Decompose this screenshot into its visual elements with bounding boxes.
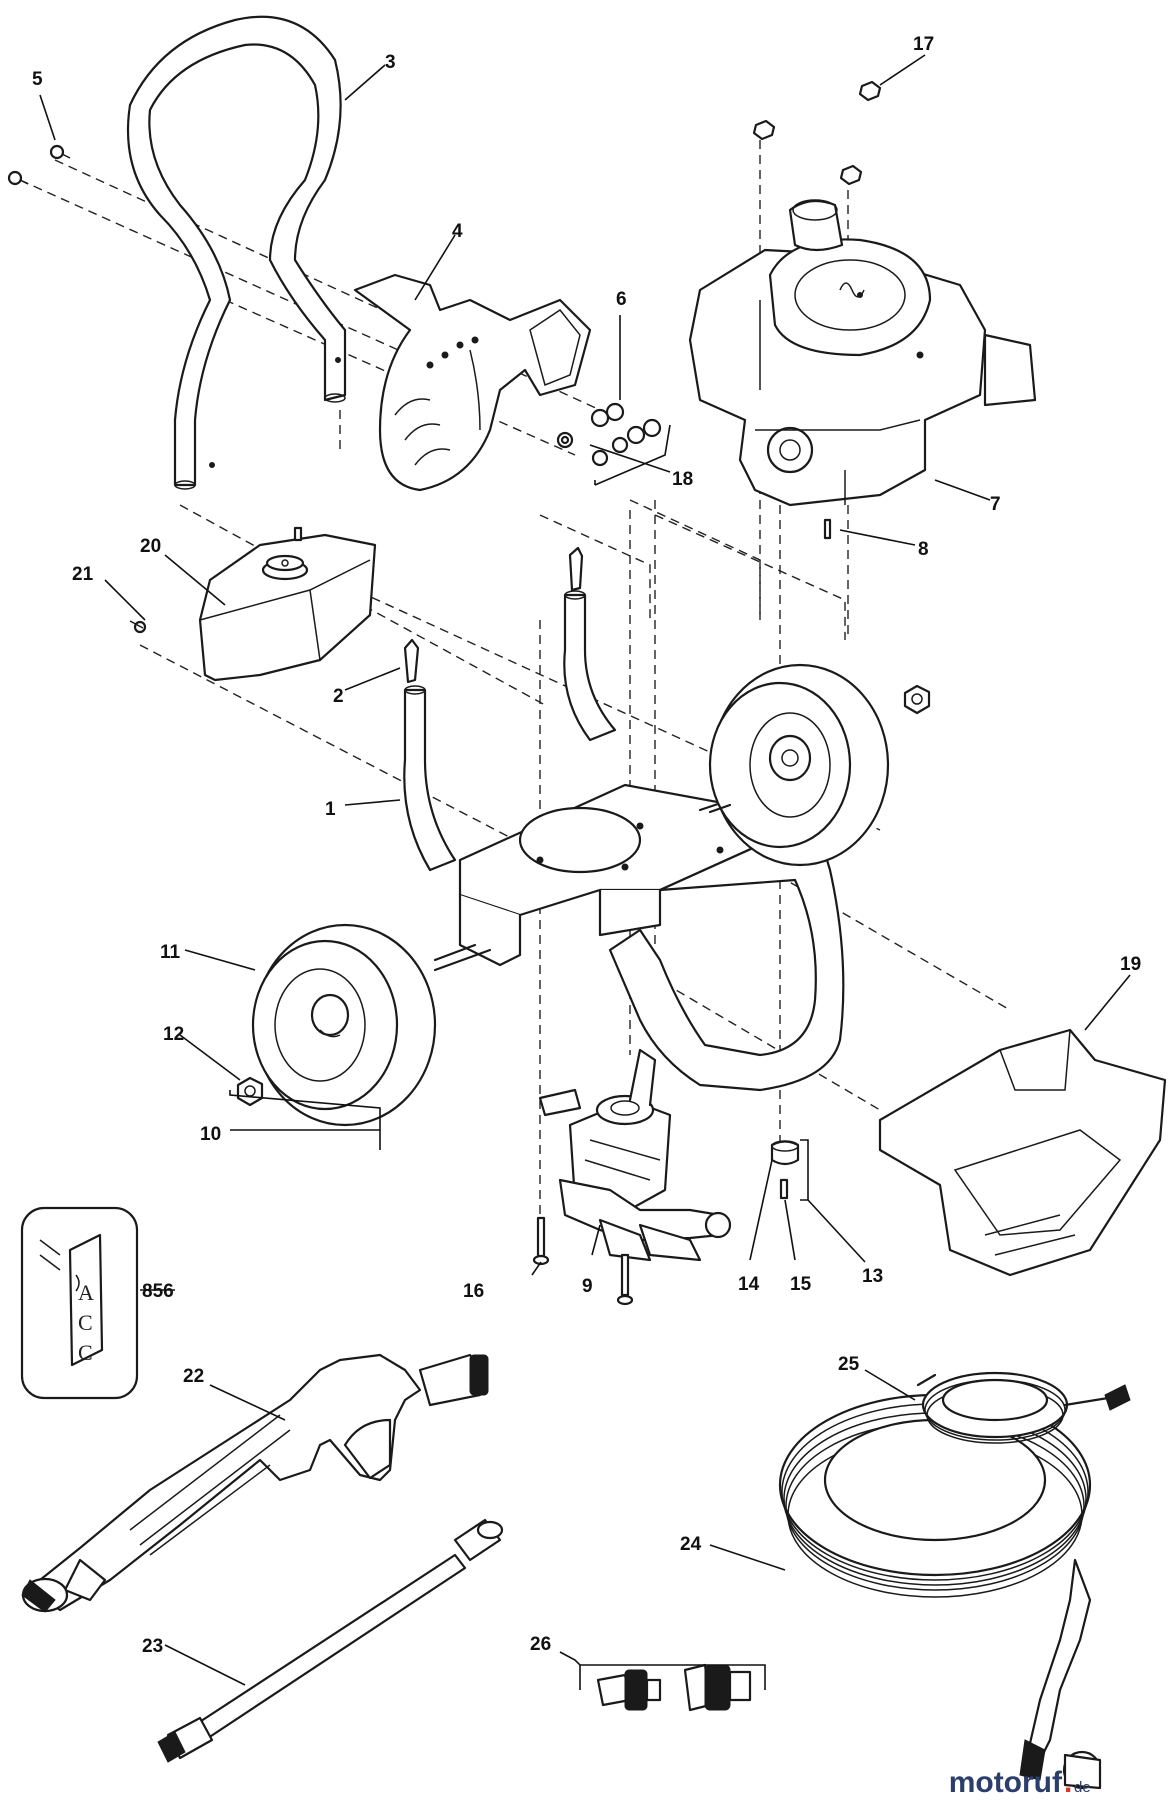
callout-9: 9 [582,1276,593,1297]
hose-holder-part-4 [353,273,592,492]
watermark-text: motoruf [949,1766,1063,1799]
callout-6: 6 [616,289,627,310]
watermark-logo: motoruf . de [949,1766,1091,1799]
screw-part-5 [7,144,71,186]
leader-lines [39,54,1131,1690]
callout-16: 16 [463,1281,484,1302]
handle-part-3 [126,15,347,490]
garden-hose-part-25 [916,1371,1131,1444]
callout-24: 24 [680,1534,702,1555]
spray-gun-part-22 [21,1353,489,1613]
nut-part-12 [236,684,931,1107]
callout-10: 10 [200,1124,221,1145]
callout-3: 3 [385,52,396,73]
engine-key-part-8 [823,518,832,540]
screw-part-21 [129,620,147,634]
nut-part-17 [752,80,882,186]
isolator-mount-part-13 [770,1139,809,1201]
callout-25: 25 [838,1354,860,1375]
callout-13: 13 [862,1266,883,1287]
callout-23: 23 [142,1636,163,1657]
high-pressure-hose-part-24 [778,1393,1102,1790]
callout-4: 4 [452,221,463,242]
callout-1: 1 [325,799,336,820]
callout-21: 21 [72,564,94,585]
callout-14: 14 [738,1274,760,1295]
callout-20: 20 [140,536,161,557]
quick-connector-part-26 [596,1663,752,1712]
callout-18: 18 [672,469,693,490]
tag-letter-3: C [78,1340,93,1365]
callout-856: 856 [142,1281,174,1302]
wheel-right [708,663,890,867]
callout-26: 26 [530,1634,551,1655]
detergent-tank-part-20 [198,526,377,682]
callout-15: 15 [790,1274,812,1295]
callout-2: 2 [333,686,344,707]
accessory-tag-part-856: A C C [20,1206,139,1400]
callout-22: 22 [183,1366,204,1387]
engine-part-7 [688,199,1037,507]
tag-letter-2: C [78,1310,93,1335]
spray-wand-part-23 [157,1518,504,1763]
callout-17: 17 [913,34,934,55]
tag-letter-1: A [78,1280,94,1305]
bolt-part-16 [532,1216,634,1306]
axle-right [708,803,732,814]
clip-part-2 [403,546,584,684]
wheel-part-11 [251,923,437,1127]
callout-labels: 5 3 4 6 17 7 8 18 20 21 2 1 11 12 10 19 … [32,34,1141,1657]
callout-11: 11 [160,942,181,963]
callout-19: 19 [1120,954,1141,975]
callout-7: 7 [990,494,1001,515]
axle-left [433,948,492,972]
watermark-dot: . [1064,1766,1072,1799]
watermark-suffix: de [1074,1779,1091,1796]
hardware-kit-part-6 [556,402,671,486]
pump-shroud-part-19 [878,1028,1167,1277]
callout-5: 5 [32,69,43,90]
callout-12: 12 [163,1024,184,1045]
callout-8: 8 [918,539,929,560]
